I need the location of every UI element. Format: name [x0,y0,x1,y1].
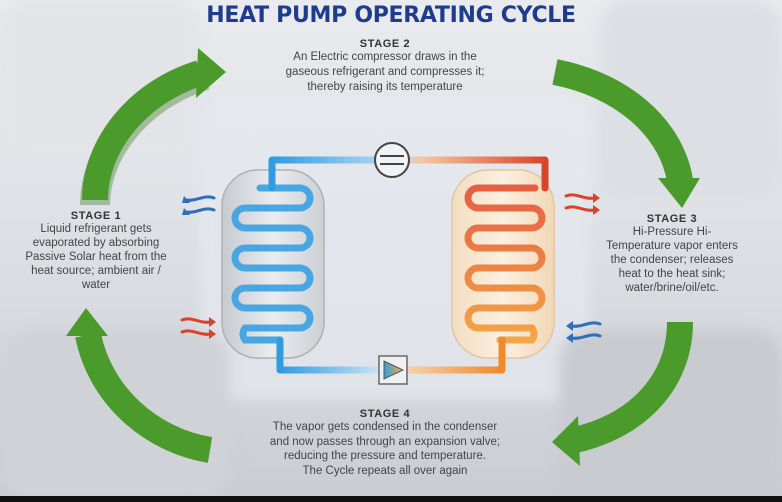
page-title: HEAT PUMP OPERATING CYCLE [206,3,576,28]
expansion-valve-icon [378,355,408,385]
stage-3-line: water/brine/oil/etc. [625,282,719,294]
stage-2-block: STAGE 2 An Electric compressor draws in … [240,38,530,95]
heat-flow-arrows-condenser-out [564,193,600,215]
bottom-border [0,496,782,502]
cycle-arrow-bottom-left [66,308,213,463]
stage-1-line: Passive Solar heat from the [25,251,167,263]
stage-2-line: thereby raising its temperature [307,81,463,93]
stage-4-line: The Cycle repeats all over again [302,464,468,477]
stage-4-line: The vapor gets condensed in the condense… [272,421,498,433]
stage-2-line: An Electric compressor draws in the [293,51,477,63]
stage-1-line: water [81,279,111,291]
stage-3-line: Hi-Pressure Hi- [632,226,712,238]
stage-1-line: evaporated by absorbing [32,237,160,249]
stage-4-line: reducing the pressure and temperature. [283,450,486,462]
condenser-tank [451,169,555,359]
background-shape [0,330,230,500]
stage-3-block: STAGE 3 Hi-Pressure Hi- Temperature vapo… [592,213,752,295]
stage-3-line: Temperature vapor enters [606,240,738,252]
stage-3-title: STAGE 3 [646,213,698,225]
cycle-arrow-top-right [552,59,700,208]
evaporator-tank [221,169,325,359]
cycle-arrow-top-left [80,48,226,206]
heat-flow-arrows-condenser-in [566,321,602,343]
evaporator-coil [231,184,314,344]
stage-1-block: STAGE 1 Liquid refrigerant gets evaporat… [6,210,186,292]
stage-3-line: the condenser; releases [610,254,734,266]
condenser-coil [464,184,546,344]
stage-4-title: STAGE 4 [359,408,411,420]
stage-1-line: heat source; ambient air / [31,265,161,277]
stage-4-line: and now passes through an expansion valv… [269,435,501,448]
stage-2-title: STAGE 2 [359,38,411,50]
stage-4-block: STAGE 4 The vapor gets condensed in the … [230,408,540,478]
stage-1-line: Liquid refrigerant gets [40,223,152,235]
stage-2-line: gaseous refrigerant and compresses it; [285,66,485,78]
compressor-icon [374,142,410,178]
heat-flow-arrows-evaporator-out [182,195,216,215]
stage-3-line: heat to the heat sink; [618,268,726,280]
heat-flow-arrows-evaporator-in [180,317,216,339]
cycle-arrow-bottom-right [552,321,693,466]
stage-1-title: STAGE 1 [70,210,122,222]
